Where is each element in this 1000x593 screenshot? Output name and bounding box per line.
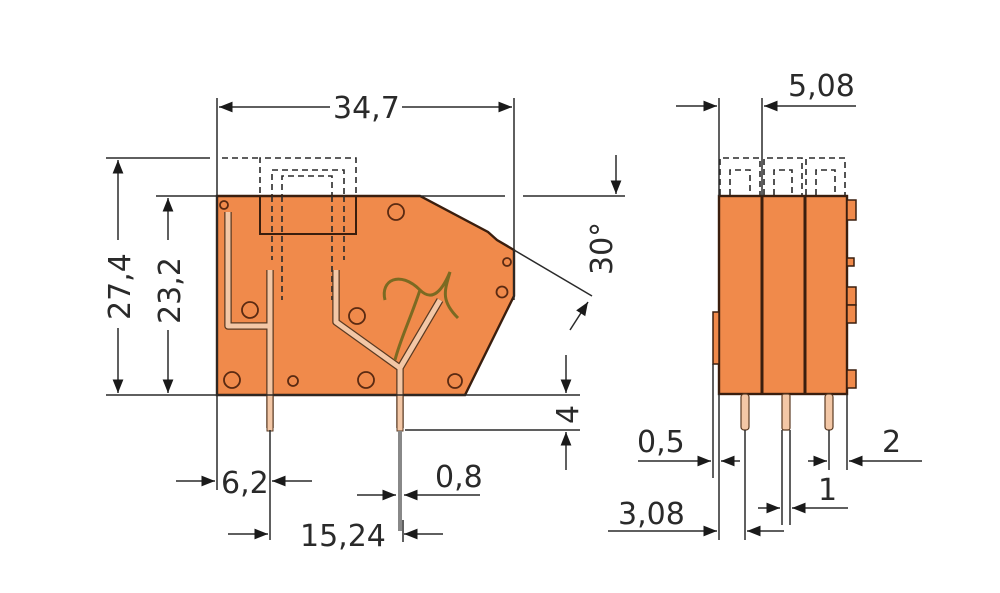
dim-body-height: 23,2	[153, 257, 188, 324]
terminal-body-front	[215, 194, 516, 397]
side-view: 5,08 0,5 3,08 1 2	[608, 69, 922, 540]
dim-pole-pitch: 5,08	[788, 69, 855, 104]
side-pin-2	[781, 393, 791, 431]
dim-right-offset: 2	[882, 425, 901, 460]
dim-pin-offset: 3,08	[618, 497, 685, 532]
dim-first-pin-offset: 6,2	[221, 466, 269, 501]
dim-pin-length: 4	[551, 405, 586, 424]
dim-pin-thickness: 1	[818, 473, 837, 508]
dim-pin-width: 0,8	[435, 460, 483, 495]
side-pin-1	[740, 393, 750, 431]
hidden-levers-side	[719, 157, 846, 195]
clamp-spring	[382, 271, 460, 361]
side-pin-3	[824, 393, 834, 431]
pin-extension	[398, 431, 402, 531]
front-view: 34,7 27,4 23,2 30° 4 6,2 0,8	[103, 91, 625, 554]
pin-left	[266, 394, 274, 432]
mounting-holes	[219, 200, 512, 389]
lever-window	[259, 195, 357, 235]
dim-left-offset: 0,5	[637, 425, 685, 460]
terminal-body-side	[717, 194, 849, 396]
dim-overall-width: 34,7	[333, 91, 400, 126]
pin-right	[396, 394, 404, 432]
dim-pin-pitch: 15,24	[300, 519, 386, 554]
dim-overall-height: 27,4	[103, 253, 138, 320]
dim-angle: 30°	[585, 222, 620, 275]
